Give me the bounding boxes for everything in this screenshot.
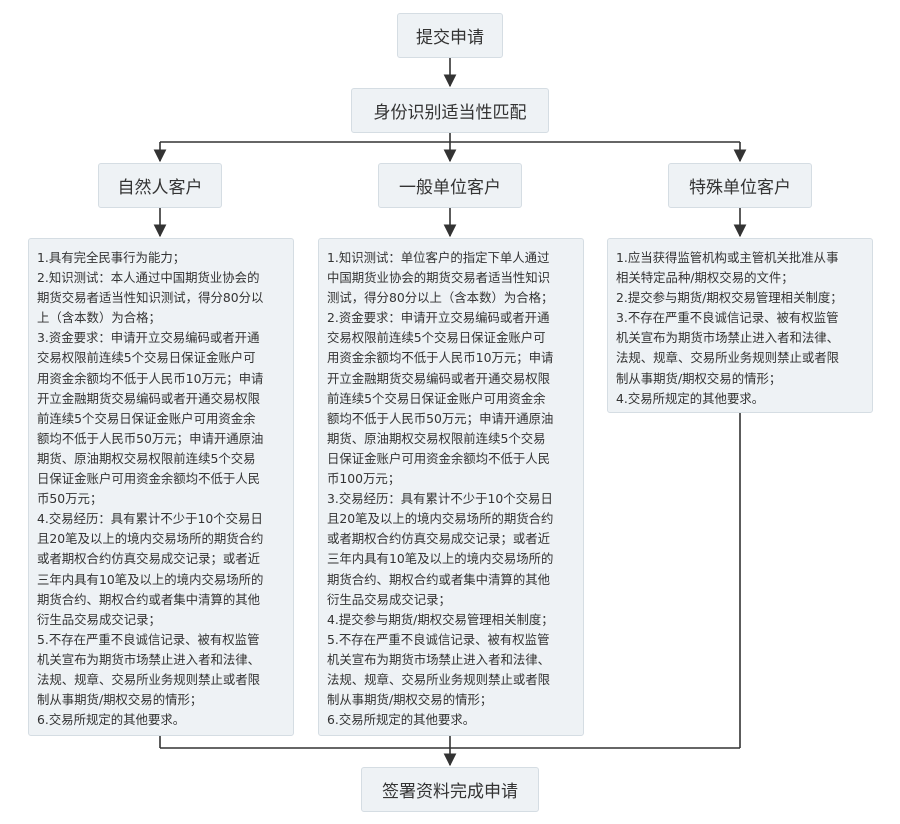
requirement-line: 机关宣布为期货市场禁止进入者和法律、 — [37, 651, 261, 667]
requirement-line: 测试，得分80分以上（含本数）为合格； — [327, 290, 554, 306]
requirement-line: 2.提交参与期货/期权交易管理相关制度； — [616, 290, 843, 306]
requirement-line: 3.不存在严重不良诚信记录、被有权监管 — [616, 310, 839, 326]
requirement-line: 三年内具有10笔及以上的境内交易场所的 — [37, 571, 264, 587]
requirement-line: 6.交易所规定的其他要求。 — [37, 712, 186, 728]
requirement-line: 4.交易经历：具有累计不少于10个交易日 — [37, 511, 263, 527]
requirement-line: 1.具有完全民事行为能力； — [37, 250, 186, 265]
requirement-line: 2.资金要求：申请开立交易编码或者开通 — [327, 310, 550, 326]
requirement-line: 衍生品交易成交记录； — [37, 611, 161, 627]
requirement-line: 日保证金账户可用资金余额均不低于人民 — [37, 471, 261, 487]
requirement-line: 期货、原油期权交易权限前连续5个交易 — [37, 450, 256, 466]
requirement-line: 交易权限前连续5个交易日保证金账户可 — [37, 350, 256, 366]
requirement-line: 或者期权合约仿真交易成交记录；或者近 — [37, 551, 261, 567]
requirement-line: 额均不低于人民币50万元；申请开通原油 — [327, 410, 554, 426]
node-submit-application: 提交申请 — [397, 13, 503, 58]
requirement-line: 用资金余额均不低于人民币10万元；申请 — [37, 370, 264, 386]
requirement-line: 1.知识测试：单位客户的指定下单人通过 — [327, 250, 550, 265]
node-identity-suitability: 身份识别适当性匹配 — [351, 88, 549, 133]
node-natural-person: 自然人客户 — [98, 163, 222, 208]
general-unit-requirements-box: 1.知识测试：单位客户的指定下单人通过中国期货业协会的期货交易者适当性知识测试，… — [318, 238, 584, 736]
requirement-line: 机关宣布为期货市场禁止进入者和法律、 — [327, 651, 551, 667]
requirement-line: 3.交易经历：具有累计不少于10个交易日 — [327, 491, 553, 507]
requirement-line: 机关宣布为期货市场禁止进入者和法律、 — [616, 330, 840, 346]
requirement-line: 上（含本数）为合格； — [37, 310, 161, 326]
requirement-line: 制从事期货/期权交易的情形； — [37, 692, 203, 708]
requirement-line: 期货、原油期权交易权限前连续5个交易 — [327, 430, 546, 446]
natural-requirements-box: 1.具有完全民事行为能力； 2.知识测试：本人通过中国期货业协会的期货交易者适当性… — [28, 238, 294, 736]
requirement-line: 法规、规章、交易所业务规则禁止或者限 — [37, 671, 261, 687]
requirement-line: 且20笔及以上的境内交易场所的期货合约 — [327, 511, 554, 527]
requirement-line: 日保证金账户可用资金余额均不低于人民 — [327, 450, 551, 466]
requirement-line: 法规、规章、交易所业务规则禁止或者限 — [327, 671, 551, 687]
requirement-line: 3.资金要求：申请开立交易编码或者开通 — [37, 330, 260, 346]
requirement-line: 开立金融期货交易编码或者开通交易权限 — [327, 370, 551, 386]
node-general-unit: 一般单位客户 — [378, 163, 522, 208]
requirement-line: 6.交易所规定的其他要求。 — [327, 712, 476, 728]
requirement-line: 衍生品交易成交记录； — [327, 591, 451, 607]
requirement-line: 期货合约、期权合约或者集中清算的其他 — [327, 571, 551, 587]
requirement-line: 且20笔及以上的境内交易场所的期货合约 — [37, 531, 264, 547]
requirement-line: 制从事期货/期权交易的情形； — [327, 692, 493, 708]
requirement-line: 5.不存在严重不良诚信记录、被有权监管 — [327, 631, 550, 647]
requirement-line: 币100万元； — [327, 471, 401, 487]
requirement-line: 1.应当获得监管机构或主管机关批准从事 — [616, 250, 839, 265]
requirement-line: 中国期货业协会的期货交易者适当性知识 — [327, 270, 551, 286]
requirement-line: 或者期权合约仿真交易成交记录；或者近 — [327, 531, 551, 547]
requirement-line: 4.提交参与期货/期权交易管理相关制度； — [327, 611, 554, 627]
requirement-line: 制从事期货/期权交易的情形； — [616, 370, 782, 386]
requirement-line: 币50万元； — [37, 491, 103, 507]
requirement-line: 前连续5个交易日保证金账户可用资金余 — [327, 390, 546, 406]
node-complete-application: 签署资料完成申请 — [361, 767, 539, 812]
requirement-line: 相关特定品种/期权交易的文件； — [616, 270, 794, 286]
requirement-line: 期货合约、期权合约或者集中清算的其他 — [37, 591, 261, 607]
special-unit-requirements-box: 1.应当获得监管机构或主管机关批准从事相关特定品种/期权交易的文件； 2.提交参与… — [607, 238, 873, 413]
requirement-line: 4.交易所规定的其他要求。 — [616, 390, 765, 406]
requirement-line: 法规、规章、交易所业务规则禁止或者限 — [616, 350, 840, 366]
requirement-line: 开立金融期货交易编码或者开通交易权限 — [37, 390, 261, 406]
requirement-line: 交易权限前连续5个交易日保证金账户可 — [327, 330, 546, 346]
requirement-line: 三年内具有10笔及以上的境内交易场所的 — [327, 551, 554, 567]
requirement-line: 前连续5个交易日保证金账户可用资金余 — [37, 410, 256, 426]
requirement-line: 用资金余额均不低于人民币10万元；申请 — [327, 350, 554, 366]
requirement-line: 期货交易者适当性知识测试，得分80分以 — [37, 290, 264, 306]
requirement-line: 5.不存在严重不良诚信记录、被有权监管 — [37, 631, 260, 647]
requirement-line: 2.知识测试：本人通过中国期货业协会的 — [37, 270, 260, 286]
requirement-line: 额均不低于人民币50万元；申请开通原油 — [37, 430, 264, 446]
node-special-unit: 特殊单位客户 — [668, 163, 812, 208]
